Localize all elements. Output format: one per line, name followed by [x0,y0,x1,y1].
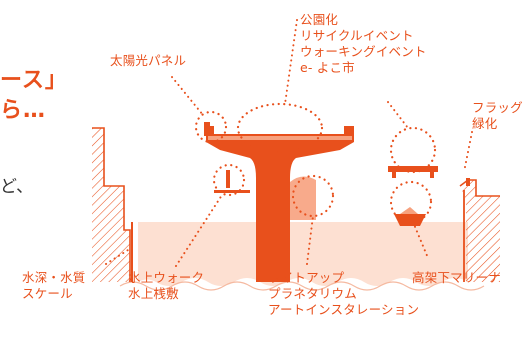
boat [394,214,426,226]
label-marina: 高架下マリーナ [412,270,501,285]
label-depth-group: 水深・水質 スケール [22,270,86,302]
label-top-group: 公園化 リサイクルイベント ウォーキングイベント e- よこ市 [300,12,427,76]
label-e-yokoichi: e- よこ市 [300,60,355,75]
leader-lines [105,19,473,267]
label-depth-quality: 水深・水質 [22,270,86,285]
heading-partial: ース」 ら… [0,66,68,126]
label-flag: フラッグ [472,100,522,115]
body-text-partial: ど、 [0,177,34,197]
walk-figure [214,170,250,193]
heading-line-1: ース」 [0,68,68,93]
label-walking-event: ウォーキングイベント [300,44,427,59]
highway-pier [204,122,354,282]
label-greening: 緑化 [472,116,498,131]
label-water-stand: 水上桟敷 [128,286,179,301]
elevated-platform [388,166,438,178]
label-park: 公園化 [300,12,339,27]
label-right-group: フラッグ 緑化 [472,100,522,132]
label-lightup: ライトアップ [268,270,345,285]
lightup-shade [290,176,316,220]
label-walk-group: 水上ウォーク 水上桟敷 [128,270,204,302]
label-scale: スケール [22,286,73,301]
label-art-installation: アートインスタレーション [268,302,420,317]
right-embankment [459,179,500,282]
highlight-circles [194,102,437,224]
label-planetarium: プラネタリウム [268,286,357,301]
flag-pole [466,178,470,186]
left-embankment [92,127,133,282]
label-water-walk: 水上ウォーク [128,270,205,285]
waves [119,281,485,291]
label-solar-panel: 太陽光パネル [110,53,187,68]
label-light-group: ライトアップ プラネタリウム アートインスタレーション [268,270,419,318]
water-area [138,222,468,286]
label-recycle-event: リサイクルイベント [300,28,414,43]
heading-line-2: ら… [0,98,47,123]
